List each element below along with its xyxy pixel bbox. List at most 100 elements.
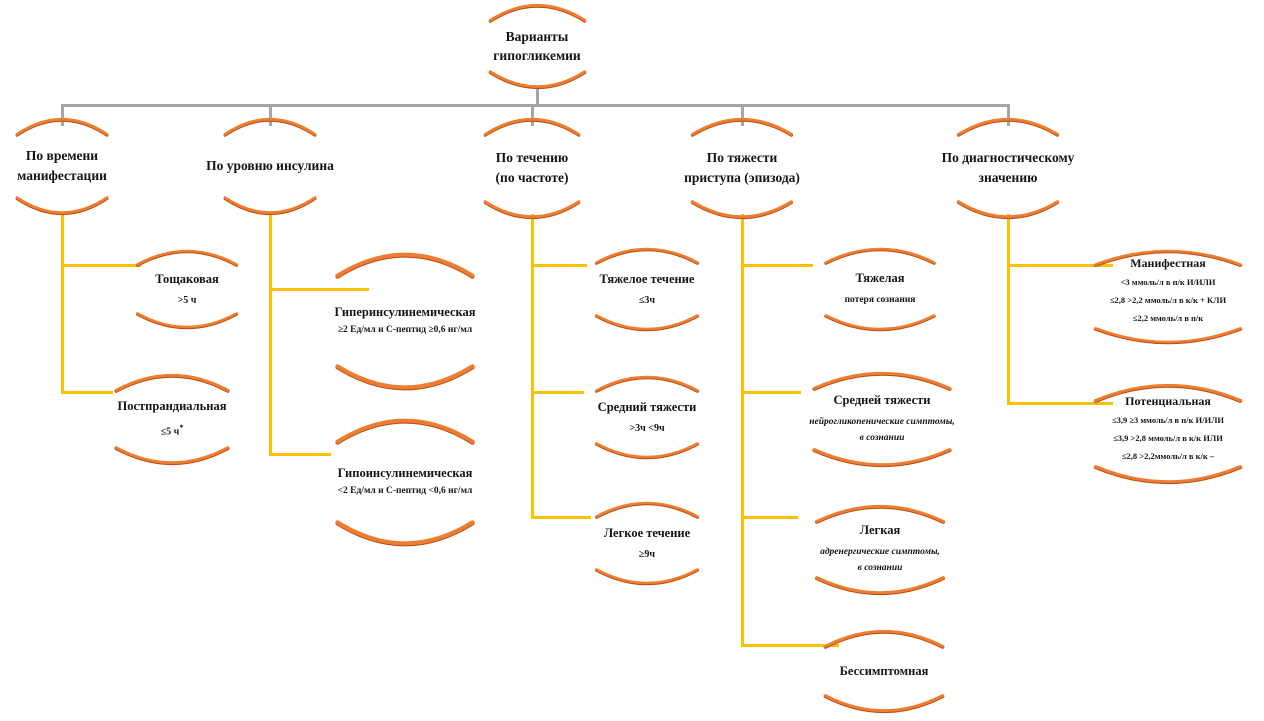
- root-label: Варианты гипогликемии: [493, 29, 581, 63]
- leaf-value: ≥9ч: [638, 548, 656, 560]
- root-node: Варианты гипогликемии: [477, 2, 597, 90]
- leaf-value: адренергические симптомы, в сознании: [820, 547, 940, 573]
- leaf-node-hypoinsulinemic: Гипоинсулинемическая <2 Ед/мл и С-пептид…: [292, 416, 518, 548]
- footnote-asterisk: *: [179, 423, 184, 433]
- arc-top-icon: [595, 501, 699, 518]
- leaf-node-medium-attack: Средней тяжести нейрогликопенические сим…: [767, 370, 997, 468]
- leaf-text: Тяжелая потеря сознания: [845, 271, 916, 308]
- leaf-title: Тяжелая: [855, 270, 905, 285]
- arc-top-icon: [15, 118, 109, 136]
- leaf-text: Гиперинсулинемическая ≥2 Ед/мл и С-пепти…: [334, 305, 475, 337]
- leaf-node-postprandialnaya: Постпрандиальная ≤5 ч*: [92, 372, 252, 466]
- leaf-value: нейрогликопенические симптомы, в сознани…: [809, 416, 955, 443]
- arc-top-icon: [483, 118, 581, 136]
- connector-root-stub: [535, 86, 539, 105]
- arc-top-icon: [223, 118, 317, 136]
- arc-top-icon: [823, 630, 945, 648]
- arc-bottom-icon: [223, 196, 317, 214]
- connector-elbow: [60, 264, 141, 267]
- leaf-title: Бессимптомная: [839, 663, 929, 678]
- leaf-value: ≥2 Ед/мл и С-пептид ≥0,6 нг/мл: [337, 325, 473, 335]
- branch-node-time: По времени манифестации: [0, 116, 124, 216]
- arc-bottom-icon: [690, 200, 794, 218]
- leaf-title: Легкое течение: [603, 525, 691, 540]
- arc-top-icon: [135, 249, 239, 266]
- connector-elbow: [740, 516, 798, 519]
- leaf-title: Легкая: [859, 523, 901, 537]
- arc-top-icon: [1093, 383, 1243, 402]
- arc-bottom-icon: [956, 200, 1060, 218]
- connector-elbow: [740, 644, 839, 647]
- leaf-text: Потенциальная ≤3,9 ≥3 ммоль/л в п/к И/ИЛ…: [1112, 394, 1224, 465]
- leaf-value: <2 Ед/мл и С-пептид <0,6 нг/мл: [337, 486, 473, 496]
- leaf-title: Постпрандиальная: [117, 399, 227, 414]
- leaf-title: Тощаковая: [155, 271, 219, 286]
- arc-top-icon: [595, 375, 699, 392]
- branch-node-insulin: По уровню инсулина: [196, 116, 344, 216]
- arc-bottom-icon: [595, 442, 699, 459]
- leaf-node-light-attack: Легкая адренергические симптомы, в созна…: [775, 503, 985, 594]
- leaf-value: ≤5 ч*: [160, 423, 184, 438]
- connector-elbow: [1006, 264, 1113, 267]
- connector-branch-stub: [740, 104, 744, 126]
- branch-label: По уровню инсулина: [206, 158, 334, 173]
- leaf-title: Манифестная: [1130, 256, 1206, 270]
- connector-branch-stub: [1006, 104, 1010, 126]
- connector-branch-stub: [268, 104, 272, 126]
- connector-trunk-severity: [740, 214, 744, 647]
- connector-elbow: [740, 391, 801, 394]
- arc-top-icon: [595, 247, 699, 264]
- leaf-text: Постпрандиальная ≤5 ч*: [118, 399, 227, 438]
- leaf-title: Потенциальная: [1125, 394, 1211, 408]
- branch-label: По тяжести приступа (эпизода): [684, 150, 800, 185]
- arc-bottom-icon: [823, 694, 945, 712]
- arc-bottom-icon: [1093, 465, 1243, 484]
- leaf-text: Манифестная <3 ммоль/л в п/к И/ИЛИ ≤2,8 …: [1110, 256, 1226, 327]
- leaf-node-severe-attack: Тяжелая потеря сознания: [795, 246, 965, 332]
- connector-elbow: [268, 453, 331, 456]
- arc-top-icon: [956, 118, 1060, 136]
- leaf-value: потеря сознания: [844, 294, 916, 305]
- connector-elbow: [268, 288, 369, 291]
- arc-top-icon: [114, 374, 230, 392]
- leaf-text: Тяжелое течение ≤3ч: [600, 272, 695, 307]
- arc-top-icon: [812, 371, 952, 390]
- arc-bottom-icon: [114, 446, 230, 464]
- leaf-title: Средний тяжести: [597, 399, 697, 414]
- leaf-text: Легкое течение ≥9ч: [604, 526, 690, 561]
- connector-branch-stub: [60, 104, 64, 126]
- connector-elbow: [530, 264, 587, 267]
- arc-bottom-icon: [135, 312, 239, 329]
- leaf-node-medium-course: Средний тяжести >3ч <9ч: [569, 374, 725, 460]
- connector-elbow: [530, 391, 584, 394]
- branch-label: По времени манифестации: [17, 148, 107, 183]
- arc-top-icon: [335, 418, 475, 444]
- branch-label: По течению (по частоте): [495, 150, 569, 185]
- connector-branch-stub: [530, 104, 534, 126]
- connector-elbow: [530, 516, 591, 519]
- branch-label: По диагностическому значению: [941, 150, 1075, 185]
- leaf-text: Средней тяжести нейрогликопенические сим…: [809, 393, 954, 446]
- leaf-text: Средний тяжести >3ч <9ч: [598, 400, 697, 435]
- arc-bottom-icon: [815, 576, 945, 594]
- connector-trunk-diagnostic: [1006, 214, 1010, 405]
- arc-bottom-icon: [595, 568, 699, 585]
- arc-top-icon: [690, 118, 794, 136]
- connector-elbow: [1006, 402, 1113, 405]
- connector-trunk-time: [60, 214, 64, 394]
- arc-bottom-icon: [335, 520, 475, 546]
- arc-bottom-icon: [1093, 327, 1243, 344]
- arc-bottom-icon: [812, 448, 952, 467]
- leaf-title: Гиперинсулинемическая: [334, 305, 476, 319]
- arc-bottom-icon: [824, 314, 936, 331]
- arc-bottom-icon: [15, 196, 109, 214]
- connector-trunk-insulin: [268, 214, 272, 456]
- leaf-text: Гипоинсулинемическая <2 Ед/мл и С-пептид…: [338, 466, 473, 498]
- leaf-node-asymptomatic: Бессимптомная: [804, 628, 964, 714]
- arc-top-icon: [815, 505, 945, 523]
- leaf-value: >3ч <9ч: [629, 422, 665, 434]
- leaf-node-severe-course: Тяжелое течение ≤3ч: [572, 246, 722, 332]
- leaf-title: Тяжелое течение: [599, 271, 695, 286]
- branch-node-diagnostic: По диагностическому значению: [918, 116, 1098, 220]
